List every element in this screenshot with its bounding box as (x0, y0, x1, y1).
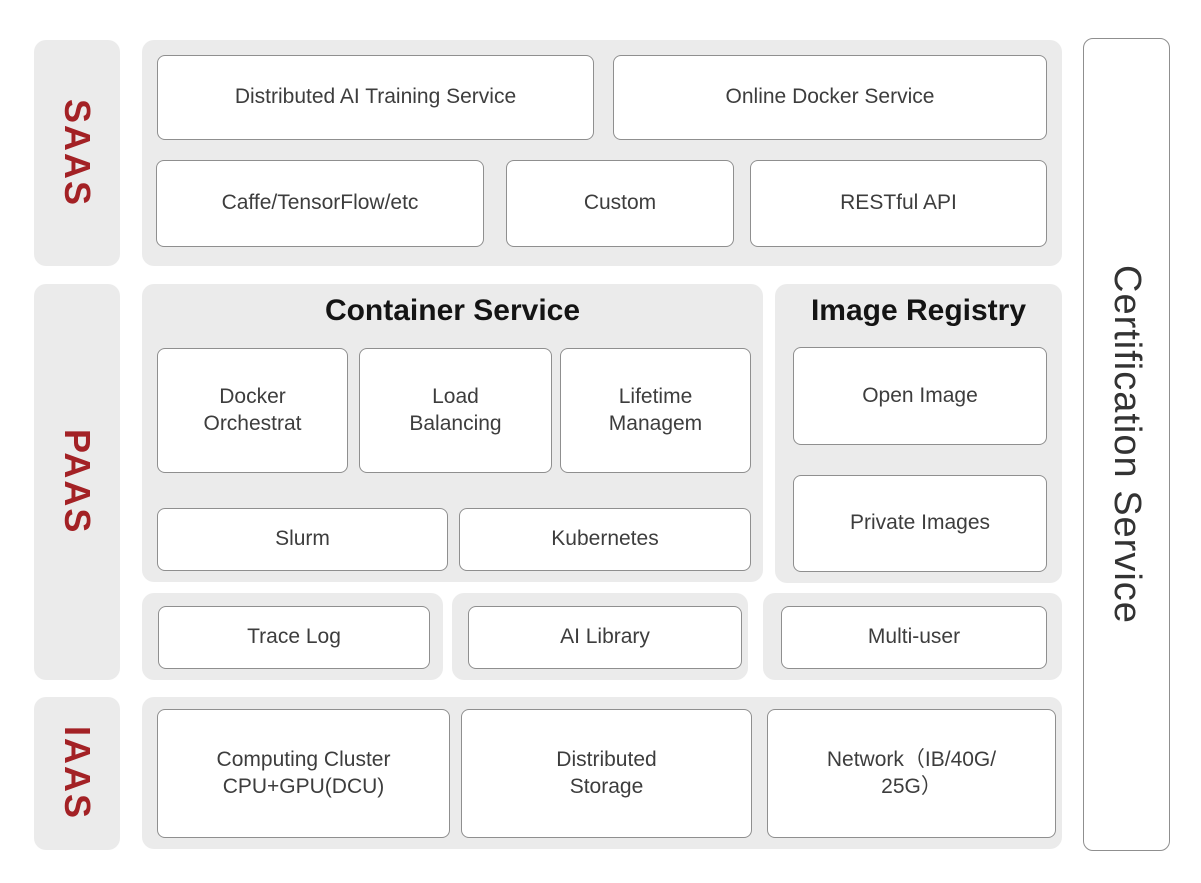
saas-panel: Distributed AI Training Service Online D… (142, 40, 1062, 266)
box-ai-library: AI Library (468, 606, 742, 669)
box-computing-cluster: Computing Cluster CPU+GPU(DCU) (157, 709, 450, 838)
box-restful-api: RESTful API (750, 160, 1047, 247)
box-slurm: Slurm (157, 508, 448, 571)
layer-label-iaas: IAAS (34, 697, 120, 850)
container-service-title: Container Service (324, 294, 581, 327)
layer-label-paas-text: PAAS (57, 429, 98, 535)
layer-label-saas-text: SAAS (57, 98, 98, 208)
box-lifetime-managem-line2: Managem (608, 411, 703, 435)
multi-user-panel: Multi-user (763, 593, 1062, 680)
image-registry-panel: Image Registry Open Image Private Images (775, 284, 1062, 583)
box-distributed-storage-line1: Distributed (556, 747, 657, 771)
box-lifetime-managem-line1: Lifetime (618, 384, 693, 408)
box-distributed-ai-training-service: Distributed AI Training Service (157, 55, 594, 140)
box-network-line1: Network（IB/40G/ (826, 747, 997, 771)
box-docker-orchestrat-line1: Docker (219, 384, 286, 408)
box-open-image: Open Image (793, 347, 1047, 445)
certification-service-box: Certification Service (1083, 38, 1170, 851)
ai-library-panel: AI Library (452, 593, 748, 680)
box-trace-log: Trace Log (158, 606, 430, 669)
box-docker-orchestrat-line2: Orchestrat (203, 411, 302, 435)
box-online-docker-service: Online Docker Service (613, 55, 1047, 140)
image-registry-title: Image Registry (810, 294, 1027, 327)
trace-log-panel: Trace Log (142, 593, 443, 680)
box-private-images: Private Images (793, 475, 1047, 572)
box-docker-orchestrat: Docker Orchestrat (157, 348, 348, 473)
layer-label-saas: SAAS (34, 40, 120, 266)
box-lifetime-managem: Lifetime Managem (560, 348, 751, 473)
box-load-balancing: Load Balancing (359, 348, 552, 473)
box-network: Network（IB/40G/ 25G） (767, 709, 1056, 838)
iaas-panel: Computing Cluster CPU+GPU(DCU) Distribut… (142, 697, 1062, 849)
box-caffe-tensorflow-etc: Caffe/TensorFlow/etc (156, 160, 484, 247)
layer-label-paas: PAAS (34, 284, 120, 680)
layer-label-iaas-text: IAAS (57, 726, 98, 821)
box-kubernetes: Kubernetes (459, 508, 751, 571)
container-service-panel: Container Service Docker Orchestrat Load… (142, 284, 763, 582)
box-custom: Custom (506, 160, 734, 247)
box-computing-cluster-line2: CPU+GPU(DCU) (222, 774, 385, 798)
certification-service-text: Certification Service (1106, 265, 1148, 624)
box-load-balancing-line2: Balancing (409, 411, 502, 435)
box-network-line2: 25G） (881, 774, 942, 798)
box-multi-user: Multi-user (781, 606, 1047, 669)
box-computing-cluster-line1: Computing Cluster (216, 747, 391, 771)
box-load-balancing-line1: Load (432, 384, 479, 408)
box-distributed-storage: Distributed Storage (461, 709, 752, 838)
box-distributed-storage-line2: Storage (569, 774, 644, 798)
